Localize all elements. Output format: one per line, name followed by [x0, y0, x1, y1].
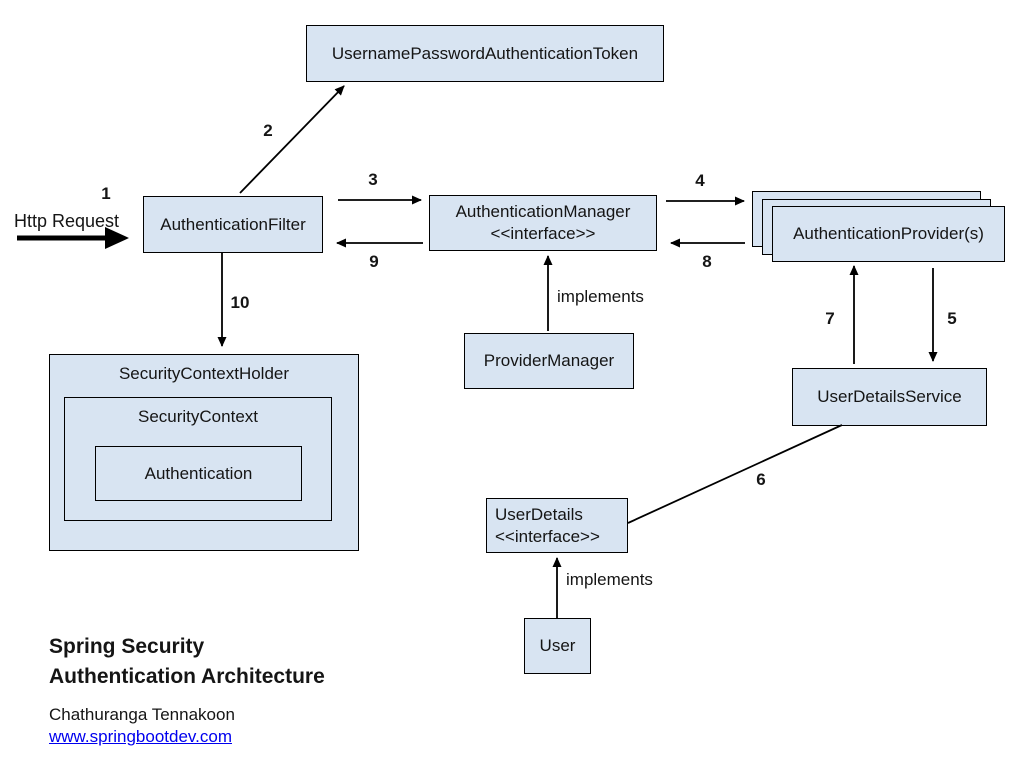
- node-label: User: [539, 636, 576, 655]
- implements-label-bottom: implements: [566, 570, 653, 589]
- node-authentication-provider: AuthenticationProvider(s): [772, 206, 1005, 262]
- node-label: UsernamePasswordAuthenticationToken: [331, 43, 639, 63]
- website-link[interactable]: www.springbootdev.com: [49, 727, 232, 746]
- node-provider-manager: ProviderManager: [464, 333, 634, 389]
- node-authentication: Authentication: [95, 446, 302, 501]
- node-user-details-service: UserDetailsService: [792, 368, 987, 426]
- step-number-7: 7: [825, 309, 835, 328]
- node-label: SecurityContext: [138, 407, 258, 426]
- line-6: [627, 424, 843, 524]
- node-label: UserDetails: [495, 504, 583, 524]
- implements-label-mid: implements: [557, 287, 644, 306]
- node-label: AuthenticationManager: [455, 202, 631, 221]
- node-user-details: UserDetails <<interface>>: [486, 498, 628, 553]
- node-user: User: [524, 618, 591, 674]
- diagram-title-line1: Spring Security: [49, 635, 205, 658]
- node-label: ProviderManager: [483, 351, 615, 370]
- step-number-2: 2: [263, 121, 273, 140]
- http-request-label: Http Request: [14, 211, 120, 231]
- step-number-10: 10: [230, 293, 250, 312]
- node-label: UserDetailsService: [817, 387, 962, 406]
- node-label: SecurityContextHolder: [118, 364, 290, 383]
- step-number-3: 3: [368, 170, 378, 189]
- node-stereotype: <<interface>>: [490, 224, 596, 243]
- node-label: AuthenticationProvider(s): [793, 224, 984, 243]
- step-number-5: 5: [947, 309, 957, 328]
- node-authentication-manager: AuthenticationManager <<interface>>: [429, 195, 657, 251]
- node-label: AuthenticationFilter: [160, 214, 306, 234]
- diagram-title: Spring Security Authentication Architect…: [49, 632, 325, 692]
- author-name: Chathuranga Tennakoon: [49, 705, 235, 724]
- node-authentication-filter: AuthenticationFilter: [143, 196, 323, 253]
- step-number-9: 9: [369, 252, 379, 271]
- node-label: Authentication: [144, 463, 253, 483]
- step-number-4: 4: [695, 171, 705, 190]
- diagram-title-line2: Authentication Architecture: [49, 665, 325, 688]
- arrow-2: [239, 85, 345, 194]
- step-number-1: 1: [101, 184, 111, 203]
- step-number-6: 6: [756, 470, 766, 489]
- node-username-password-authentication-token: UsernamePasswordAuthenticationToken: [306, 25, 664, 82]
- step-number-8: 8: [702, 252, 712, 271]
- node-stereotype: <<interface>>: [495, 526, 600, 546]
